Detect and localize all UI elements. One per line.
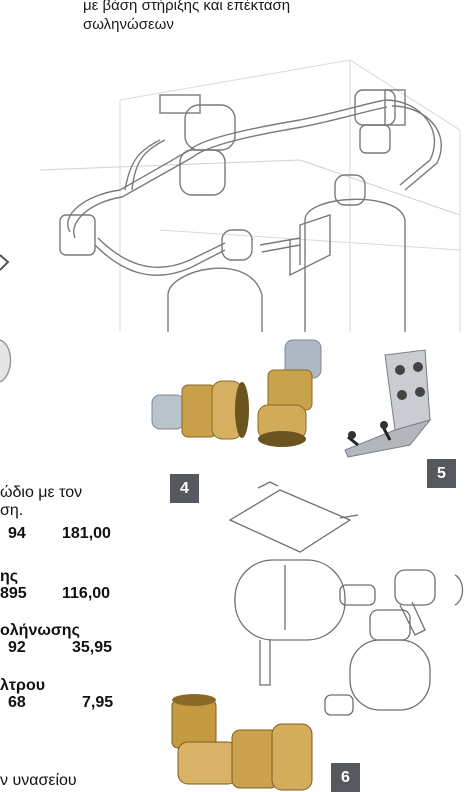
product-code-2: 895 — [0, 585, 27, 602]
product-code-1: 94 — [8, 525, 26, 542]
brass-elbow-fitting-photo — [171, 694, 313, 791]
price-3: 35,95 — [72, 639, 113, 656]
product-label-3: ολήνωσης — [0, 622, 80, 639]
description-line-2: ση. — [0, 502, 24, 519]
caption-line-1: με βάση στήριξης και επέκταση — [83, 0, 291, 14]
product-caption: με βάση στήριξης και επέκταση σωληνώσεων — [83, 0, 290, 34]
description-line-1: ώδιο με τον — [0, 484, 83, 501]
brass-fittings-photo — [151, 339, 322, 447]
product-label-2: ης — [0, 568, 19, 585]
price-4: 7,95 — [82, 694, 114, 711]
product-code-4: 68 — [8, 694, 26, 711]
product-label-4: λτρου — [0, 677, 46, 694]
price-2: 116,00 — [62, 585, 111, 602]
item-number-4: 4 — [170, 474, 199, 503]
product-code-3: 92 — [8, 639, 26, 656]
caption-line-2: σωληνώσεων — [83, 16, 174, 33]
mounting-bracket-photo — [344, 349, 432, 458]
filter-head-line-drawing — [228, 481, 464, 716]
item-number-5: 5 — [427, 459, 456, 488]
bottom-text-fragment: ν υνασείου — [0, 772, 77, 789]
item-number-6: 6 — [331, 763, 360, 792]
price-1: 181,00 — [62, 525, 111, 542]
water-filter-system-illustration — [0, 59, 461, 383]
